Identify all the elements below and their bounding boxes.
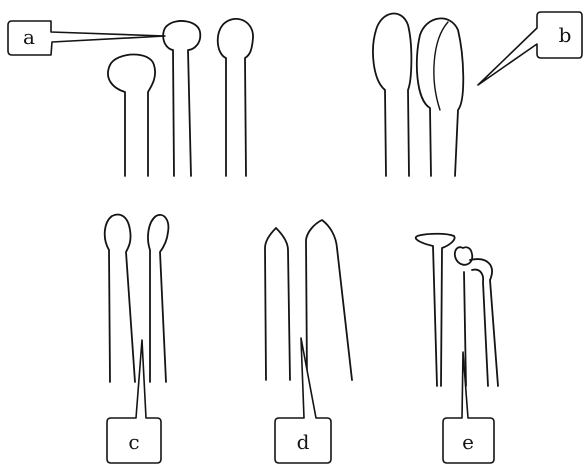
callout-e-label: e xyxy=(462,430,474,454)
group-d-tip-1 xyxy=(265,228,290,380)
callout-b-label: b xyxy=(559,23,572,47)
group-a-tip-1 xyxy=(108,54,155,176)
group-b-tip-2-inner xyxy=(434,22,448,110)
callout-a-label: a xyxy=(23,25,35,49)
group-a-tip-2 xyxy=(163,21,200,176)
group-e-tip-2-ball xyxy=(455,247,472,265)
group-c-tip-1 xyxy=(105,215,135,382)
group-b-tip-2 xyxy=(417,18,463,176)
group-c: c xyxy=(105,215,169,463)
group-d: d xyxy=(265,220,352,463)
callout-c-label: c xyxy=(128,430,139,454)
callout-d-label: d xyxy=(297,430,310,454)
group-d-tip-2 xyxy=(306,220,352,380)
group-a-tip-3 xyxy=(218,19,253,176)
group-c-tip-2 xyxy=(148,215,168,382)
group-e-tip-1 xyxy=(416,234,455,386)
group-e: e xyxy=(416,234,498,463)
group-a: a xyxy=(8,19,253,176)
group-b-tip-1 xyxy=(373,14,411,176)
group-b: b xyxy=(373,12,582,176)
group-e-tip-2 xyxy=(470,259,498,386)
